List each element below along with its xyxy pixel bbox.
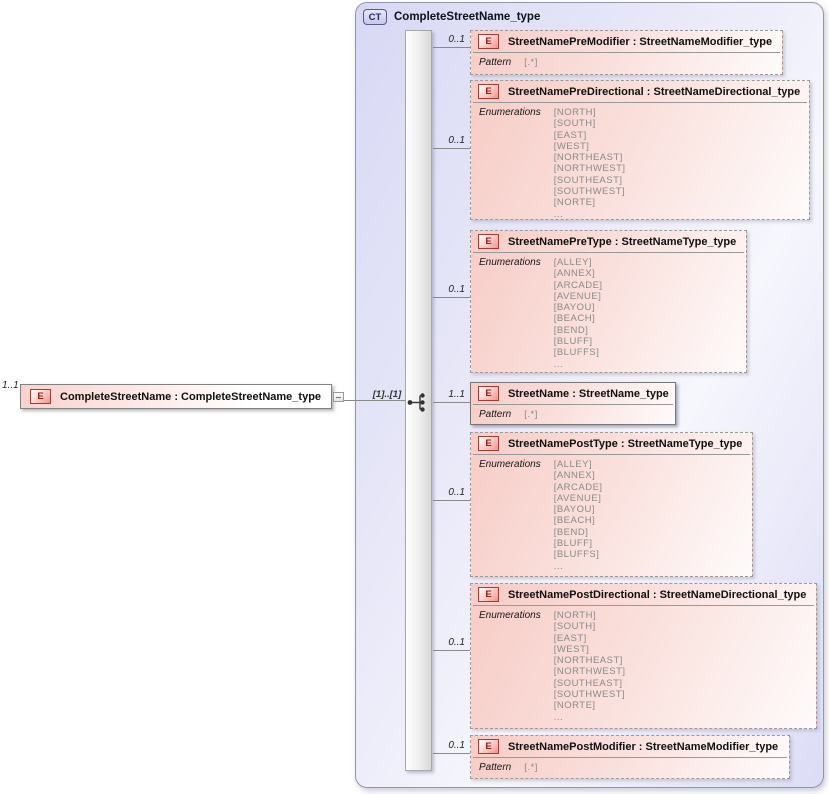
sequence-icon[interactable]: [406, 392, 433, 418]
connector: [433, 500, 470, 501]
collapse-handle[interactable]: [333, 392, 344, 402]
facet-label: Enumerations: [479, 459, 541, 470]
facet-label: Enumerations: [479, 610, 541, 621]
divider: [473, 404, 673, 405]
facet-row: Enumerations [NORTH] [SOUTH] [EAST] [WES…: [471, 103, 809, 225]
element-header: E StreetNamePostDirectional : StreetName…: [471, 584, 816, 605]
connector: [433, 753, 470, 754]
connector-root: [344, 400, 405, 401]
complex-type-icon: CT: [363, 9, 387, 25]
element-label: StreetNamePreModifier : StreetNameModifi…: [508, 35, 773, 48]
facet-row: Pattern [.*]: [471, 405, 675, 425]
element-box-streetnamepretype[interactable]: E StreetNamePreType : StreetNameType_typ…: [470, 230, 747, 373]
facet-row: Enumerations [ALLEY] [ANNEX] [ARCADE] [A…: [471, 455, 752, 577]
cardinality-label: 0..1: [448, 284, 465, 295]
facet-values: [ALLEY] [ANNEX] [ARCADE] [AVENUE] [BAYOU…: [553, 257, 603, 370]
element-label: StreetNamePreType : StreetNameType_type: [508, 235, 737, 248]
element-icon: E: [478, 34, 499, 49]
element-header: E StreetName : StreetName_type: [471, 383, 675, 404]
cardinality-label: 0..1: [448, 637, 465, 648]
divider: [473, 102, 807, 103]
cardinality-label: 0..1: [448, 135, 465, 146]
connector: [433, 148, 470, 149]
facet-label: Pattern: [479, 409, 512, 420]
element-box-streetnameposttype[interactable]: E StreetNamePostType : StreetNameType_ty…: [470, 432, 753, 577]
element-label: StreetName : StreetName_type: [508, 387, 669, 400]
connector: [433, 297, 470, 298]
facet-row: Pattern [.*]: [471, 758, 789, 778]
element-header: E StreetNamePreDirectional : StreetNameD…: [471, 81, 809, 102]
element-icon: E: [478, 386, 499, 401]
facet-values: [NORTH] [SOUTH] [EAST] [WEST] [NORTHEAST…: [553, 610, 626, 723]
cardinality-label: 0..1: [448, 487, 465, 498]
cardinality-label: 0..1: [448, 740, 465, 751]
element-header: E StreetNamePostModifier : StreetNameMod…: [471, 736, 789, 757]
element-label: StreetNamePostDirectional : StreetNameDi…: [508, 588, 807, 601]
facet-values: [NORTH] [SOUTH] [EAST] [WEST] [NORTHEAST…: [553, 107, 626, 220]
divider: [473, 605, 814, 606]
facet-label: Enumerations: [479, 257, 541, 268]
element-icon: E: [478, 739, 499, 754]
facet-label: Pattern: [479, 762, 512, 773]
facet-values: [.*]: [524, 57, 538, 68]
divider: [473, 757, 787, 758]
element-box-streetname[interactable]: E StreetName : StreetName_type Pattern […: [470, 382, 676, 425]
facet-values: [.*]: [524, 409, 538, 420]
connector: [433, 650, 470, 651]
element-icon: E: [478, 436, 499, 451]
element-box-streetnamepostmodifier[interactable]: E StreetNamePostModifier : StreetNameMod…: [470, 735, 790, 779]
element-header: E StreetNamePreType : StreetNameType_typ…: [471, 231, 746, 252]
facet-row: Enumerations [ALLEY] [ANNEX] [ARCADE] [A…: [471, 253, 746, 375]
facet-label: Pattern: [479, 57, 512, 68]
facet-row: Pattern [.*]: [471, 53, 782, 73]
element-label: StreetNamePreDirectional : StreetNameDir…: [508, 85, 801, 98]
sequence-cardinality-label: [1]..[1]: [372, 389, 402, 400]
divider: [473, 52, 780, 53]
divider: [473, 252, 744, 253]
element-box-streetnamepremodifier[interactable]: E StreetNamePreModifier : StreetNameModi…: [470, 30, 783, 75]
complex-type-title: CompleteStreetName_type: [394, 11, 541, 23]
element-box-streetnamepostdirectional[interactable]: E StreetNamePostDirectional : StreetName…: [470, 583, 817, 729]
element-icon: E: [478, 84, 499, 99]
connector: [433, 47, 470, 48]
cardinality-label: 0..1: [448, 34, 465, 45]
element-box-streetnamepredirectional[interactable]: E StreetNamePreDirectional : StreetNameD…: [470, 80, 810, 220]
element-header: E StreetNamePostType : StreetNameType_ty…: [471, 433, 752, 454]
element-header: E StreetNamePreModifier : StreetNameModi…: [471, 31, 782, 52]
connector: [433, 402, 470, 403]
facet-label: Enumerations: [479, 107, 541, 118]
element-icon: E: [478, 234, 499, 249]
root-cardinality-label: 1..1: [2, 380, 19, 391]
divider: [473, 454, 750, 455]
facet-values: [.*]: [524, 762, 538, 773]
cardinality-label: 1..1: [448, 389, 465, 400]
element-label: StreetNamePostModifier : StreetNameModif…: [508, 740, 779, 753]
complex-type-header: CT CompleteStreetName_type: [363, 9, 540, 25]
element-icon: E: [478, 587, 499, 602]
element-icon: E: [30, 389, 51, 404]
root-element-box[interactable]: E CompleteStreetName : CompleteStreetNam…: [20, 384, 332, 409]
facet-values: [ALLEY] [ANNEX] [ARCADE] [AVENUE] [BAYOU…: [553, 459, 603, 572]
root-element-label: CompleteStreetName : CompleteStreetName_…: [60, 390, 322, 403]
element-label: StreetNamePostType : StreetNameType_type: [508, 437, 743, 450]
facet-row: Enumerations [NORTH] [SOUTH] [EAST] [WES…: [471, 606, 816, 728]
